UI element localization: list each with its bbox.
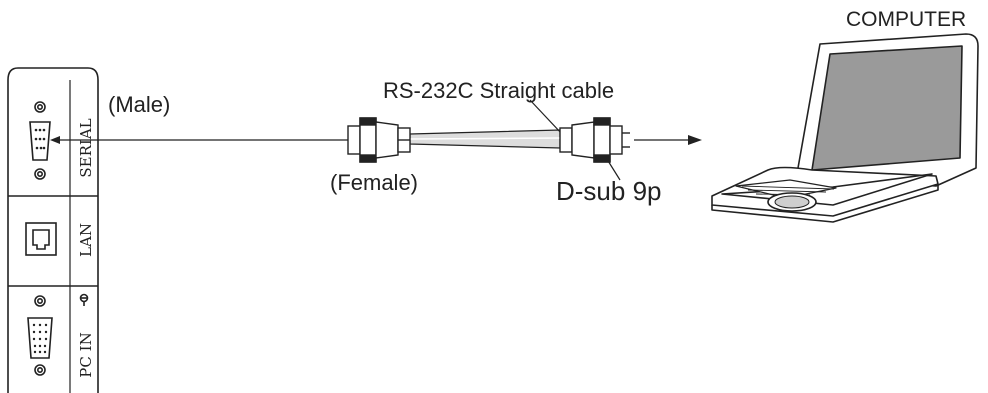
cable-pointer [529, 99, 563, 135]
computer-laptop [711, 33, 979, 223]
pc-in-port [27, 293, 89, 376]
pc-in-label: PC IN [77, 332, 95, 377]
female-connector [347, 117, 411, 163]
serial-label: SERIAL [77, 118, 95, 177]
male-label: (Male) [108, 92, 171, 117]
rs232c-cable [409, 129, 561, 149]
serial-port [29, 101, 51, 180]
female-label: (Female) [330, 170, 419, 195]
lan-port [25, 222, 57, 256]
cable-label: RS-232C Straight cable [383, 78, 615, 103]
arrow-to-computer [634, 135, 702, 145]
arrow-to-serial [50, 136, 348, 144]
computer-label: COMPUTER [846, 8, 967, 31]
terminal-panel [7, 67, 99, 393]
male-connector [559, 117, 630, 163]
lan-label: LAN [77, 223, 95, 257]
connector-type-label: D-sub 9p [556, 176, 662, 206]
